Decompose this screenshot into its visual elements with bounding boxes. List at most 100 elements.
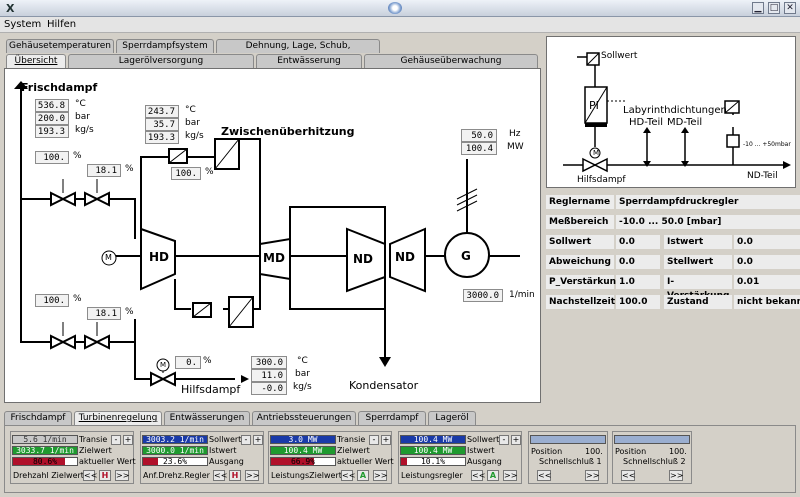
ctrl1-l2: Zielwert [79, 446, 112, 455]
menu-hilfen[interactable]: Hilfen [47, 19, 77, 30]
ctrl3-minus[interactable]: - [369, 435, 379, 445]
ctrl3-next[interactable]: >> [373, 470, 388, 481]
pct-unit: % [125, 307, 134, 317]
zu-temp: 243.7 [145, 105, 179, 118]
ctrl2-minus[interactable]: - [241, 435, 251, 445]
pct-unit: % [203, 356, 212, 366]
ctrl4-next[interactable]: >> [503, 470, 518, 481]
ctrl1-l3: aktueller Wert [79, 457, 136, 466]
ss2-prev[interactable]: << [621, 470, 636, 481]
swirl-icon [388, 2, 402, 14]
ctrl4-prev[interactable]: << [471, 470, 486, 481]
regler-nach-label: Nachstellzeit [546, 295, 615, 309]
control-leistung-ziel: 3.0 MW 100.4 MW 66.9% Transie Zielwert a… [268, 431, 394, 484]
freq-value: 50.0 [461, 129, 497, 142]
maximize-button[interactable]: □ [768, 2, 780, 14]
tab-entwaesserung[interactable]: Entwässerung [256, 54, 362, 68]
ctrl3-a[interactable]: A [357, 470, 369, 481]
fd-flow-unit: kg/s [75, 125, 94, 135]
control-schnellschluss-2: Position 100. Schnellschluß 2 << >> [612, 431, 692, 484]
tab-sperrdampf[interactable]: Sperrdampf [358, 411, 426, 425]
tab-lageroel[interactable]: Lageröl [428, 411, 476, 425]
hd-aux-temp-unit: °C [297, 356, 308, 366]
pct-unit: % [205, 167, 214, 177]
tab-turbinenregelung[interactable]: Turbinenregelung [74, 411, 162, 425]
zu-flow: 193.3 [145, 131, 179, 144]
ctrl3-l1: Transie [337, 435, 366, 444]
ctrl1-minus[interactable]: - [111, 435, 121, 445]
hd-aux-flow: -0.0 [251, 382, 287, 395]
hd-aux-flow-unit: kg/s [293, 382, 312, 392]
regler-nach-value: 100.0 [616, 295, 660, 309]
motor-label: M [105, 253, 112, 262]
ctrl2-next[interactable]: >> [245, 470, 260, 481]
regler-range-label: Meßbereich [546, 215, 614, 229]
ctrl2-l3: Ausgang [209, 457, 244, 466]
rd-motor: M [593, 149, 600, 157]
pct-unit: % [125, 164, 134, 174]
fd-temp-unit: °C [75, 99, 86, 109]
regler-stell-label: Stellwert [664, 255, 732, 269]
tab-frischdampf[interactable]: Frischdampf [4, 411, 72, 425]
label-zwischenueberhitzung: Zwischenüberhitzung [221, 125, 355, 138]
ss1-next[interactable]: >> [585, 470, 600, 481]
ctrl4-minus[interactable]: - [499, 435, 509, 445]
ctrl2-prev[interactable]: << [213, 470, 228, 481]
ss2-next[interactable]: >> [669, 470, 684, 481]
rd-hd-teil: HD-Teil [629, 117, 664, 128]
ss2-slider[interactable] [614, 435, 690, 444]
ctrl3-bar3: 66.9% [270, 457, 336, 466]
hilfsdampf-valve-value: 0. [175, 356, 201, 369]
zu-pressure: 35.7 [145, 118, 179, 131]
regler-ist-label: Istwert [664, 235, 732, 249]
label-md: MD [263, 251, 285, 265]
close-button[interactable]: ✕ [784, 2, 796, 14]
ctrl1-h[interactable]: H [99, 470, 111, 481]
ctrl4-plus[interactable]: + [511, 435, 521, 445]
tab-antriebssteuerungen[interactable]: Antriebssteuerungen [252, 411, 356, 425]
tab-lageroelversorgung[interactable]: Lagerölversorgung [68, 54, 254, 68]
regler-ist-value: 0.0 [734, 235, 800, 249]
regler-soll-label: Sollwert [546, 235, 614, 249]
ss2-pos-value: 100. [669, 447, 687, 456]
rd-labyrinth: Labyrinthdichtungen [623, 105, 727, 116]
valve-top-right-value: 18.1 [87, 164, 121, 177]
regler-abw-value: 0.0 [616, 255, 660, 269]
label-generator: G [461, 249, 471, 263]
control-drehzahl: 5.6 1/min 3033.7 1/min 80.6% Transie Zie… [10, 431, 136, 484]
motor-label-hilfsdampf: M [160, 361, 167, 369]
ctrl3-prev[interactable]: << [341, 470, 356, 481]
rd-pi: PI [589, 99, 599, 112]
ctrl1-next[interactable]: >> [115, 470, 130, 481]
ctrl2-plus[interactable]: + [253, 435, 263, 445]
ctrl2-l2: Istwert [209, 446, 237, 455]
zu-temp-unit: °C [185, 105, 196, 115]
tab-dehnung[interactable]: Dehnung, Lage, Schub, Schwingung [216, 39, 380, 64]
tab-sperrdampfsystem[interactable]: Sperrdampfsystem [116, 39, 214, 53]
menu-system[interactable]: System [4, 19, 42, 30]
ctrl1-l1: Transie [79, 435, 108, 444]
tab-gehaeusetemperaturen[interactable]: Gehäusetemperaturen [6, 39, 114, 53]
tab-gehaeuseueberwachung[interactable]: Gehäuseüberwachung [364, 54, 538, 68]
minimize-button[interactable]: ▁ [752, 2, 764, 14]
control-schnellschluss-1: Position 100. Schnellschluß 1 << >> [528, 431, 608, 484]
regler-range-value: -10.0 ... 50.0 [mbar] [616, 215, 800, 229]
window-titlebar: X ▁ □ ✕ [0, 0, 800, 17]
regler-i-label: I-Verstärkung [664, 275, 732, 301]
ctrl1-bar3: 80.6% [12, 457, 78, 466]
tab-uebersicht[interactable]: Übersicht [6, 54, 66, 68]
ctrl1-prev[interactable]: << [83, 470, 98, 481]
ss1-slider[interactable] [530, 435, 606, 444]
ctrl3-plus[interactable]: + [381, 435, 391, 445]
fd-pressure: 200.0 [35, 112, 69, 125]
ss1-prev[interactable]: << [537, 470, 552, 481]
ctrl4-a[interactable]: A [487, 470, 499, 481]
regler-params: Reglername Sperrdampfdruckregler Meßbere… [546, 192, 800, 316]
ctrl1-plus[interactable]: + [123, 435, 133, 445]
ctrl3-l3: aktueller Wert [337, 457, 394, 466]
ctrl2-foot: Anf.Drehz.Regler [143, 471, 210, 480]
label-kondensator: Kondensator [349, 379, 419, 392]
ctrl3-bar2: 100.4 MW [270, 446, 336, 455]
ctrl2-h[interactable]: H [229, 470, 241, 481]
tab-entwaesserungen[interactable]: Entwässerungen [164, 411, 250, 425]
